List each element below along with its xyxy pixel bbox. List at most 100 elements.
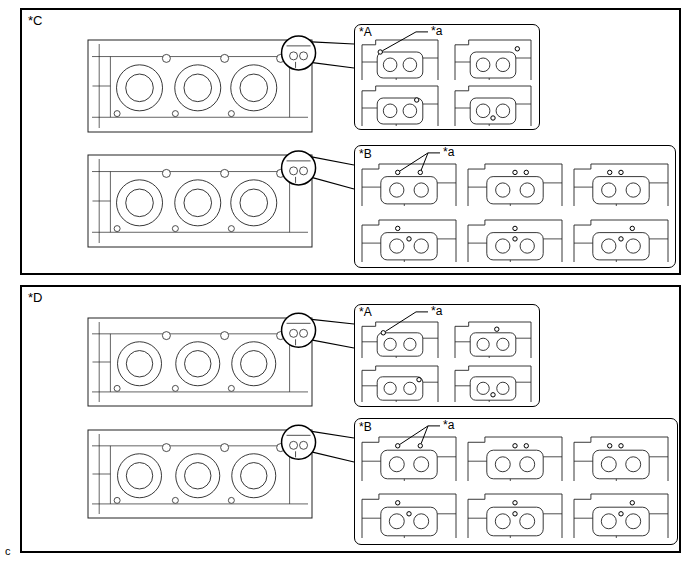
thumb-outline [362,366,438,402]
magnifier-line [312,452,354,462]
thumb-hole [390,239,404,253]
bore-inner [126,463,152,489]
leader-line [400,153,428,171]
bolt-hole [162,332,170,340]
bolt-hole [114,497,120,503]
bolt-hole [221,169,229,177]
magnified-line [287,46,311,68]
thumb-outline [468,494,562,538]
bore-outer [232,342,276,386]
bolt-hole [172,226,178,232]
mark-dot [513,237,517,241]
view-frame: *D*A*a*B*a [20,285,681,553]
magnified-bore [290,441,298,449]
magnifier-circle [282,151,316,185]
thumb-boss [377,98,423,124]
thumb-hole [477,338,489,350]
thumb-hole [389,457,404,472]
thumb-outline [455,322,531,358]
magnified-line [287,435,311,457]
bore-inner [185,463,211,489]
bolt-hole [228,111,234,117]
view-label: *B [359,148,372,162]
head-outline [88,318,312,406]
thumb-hole [403,58,417,72]
callout-label: *a [443,146,454,160]
thumb-outline [468,220,562,262]
thumb-line [574,183,668,206]
thumb-hole [384,338,396,350]
thumb-boss [487,177,543,204]
thumb-hole [601,514,616,529]
view-label: *C [28,14,42,29]
bolt-hole [221,444,229,452]
head-outline [88,430,312,518]
bore-outer [175,65,221,111]
thumb-boss [470,52,516,78]
bolt-hole [228,385,234,391]
thumb-outline [362,164,456,206]
thumb-boss [487,233,543,260]
mark-dot [630,501,634,505]
mark-dot [513,512,517,516]
mark-dot [407,237,411,241]
thumb-outline [574,494,668,538]
leader-line [421,426,428,444]
bore-inner [240,189,268,217]
bolt-hole [162,169,170,177]
bolt-hole [228,226,234,232]
bolt-hole [114,385,120,391]
thumb-hole [497,382,509,394]
thumb-hole [496,58,510,72]
thumb-boss [593,450,649,479]
bore-outer [118,454,162,498]
mark-dot [513,501,517,505]
magnified-bore [300,167,308,175]
thumb-boss [487,507,543,536]
thumb-line [455,104,531,126]
thumb-line [362,457,456,481]
mark-dot [515,47,519,51]
bolt-hole [228,497,234,503]
bore-outer [231,180,277,226]
head-outline [88,155,312,247]
callout-label: *a [431,305,442,319]
magnified-line [287,161,311,183]
thumb-hole [520,183,534,197]
magnified-bore [290,52,298,60]
thumb-hole [414,239,428,253]
bolt-hole [221,332,229,340]
bore-inner [185,351,211,377]
mark-dot [417,377,421,381]
bore-outer [232,454,276,498]
mark-dot [396,170,400,174]
callout-label: *a [431,25,442,39]
head-outline [88,40,312,132]
thumb-hole [497,338,509,350]
thumb-boss [381,507,437,536]
thumb-outline [574,220,668,262]
thumb-hole [520,514,535,529]
thumb-outline [574,164,668,206]
mark-dot [608,170,612,174]
leader-line [416,31,428,32]
thumb-outline [455,40,531,80]
bore-inner [184,74,212,102]
leader-line [400,426,428,445]
thumb-hole [414,457,429,472]
thumb-outline [362,40,438,80]
bore-inner [240,74,268,102]
magnified-bore [290,329,298,337]
leader-line [428,425,440,426]
thumb-line [574,514,668,538]
thumb-hole [476,58,490,72]
bolt-hole [172,497,178,503]
thumb-line [455,338,531,358]
mark-dot [407,512,411,516]
view-frame: *C*A*a*B*a [20,8,681,275]
magnified-bore [300,52,308,60]
bore-inner [184,189,212,217]
thumb-line [468,239,562,262]
detail-box: *A*a [354,304,540,407]
thumb-hole [414,514,429,529]
